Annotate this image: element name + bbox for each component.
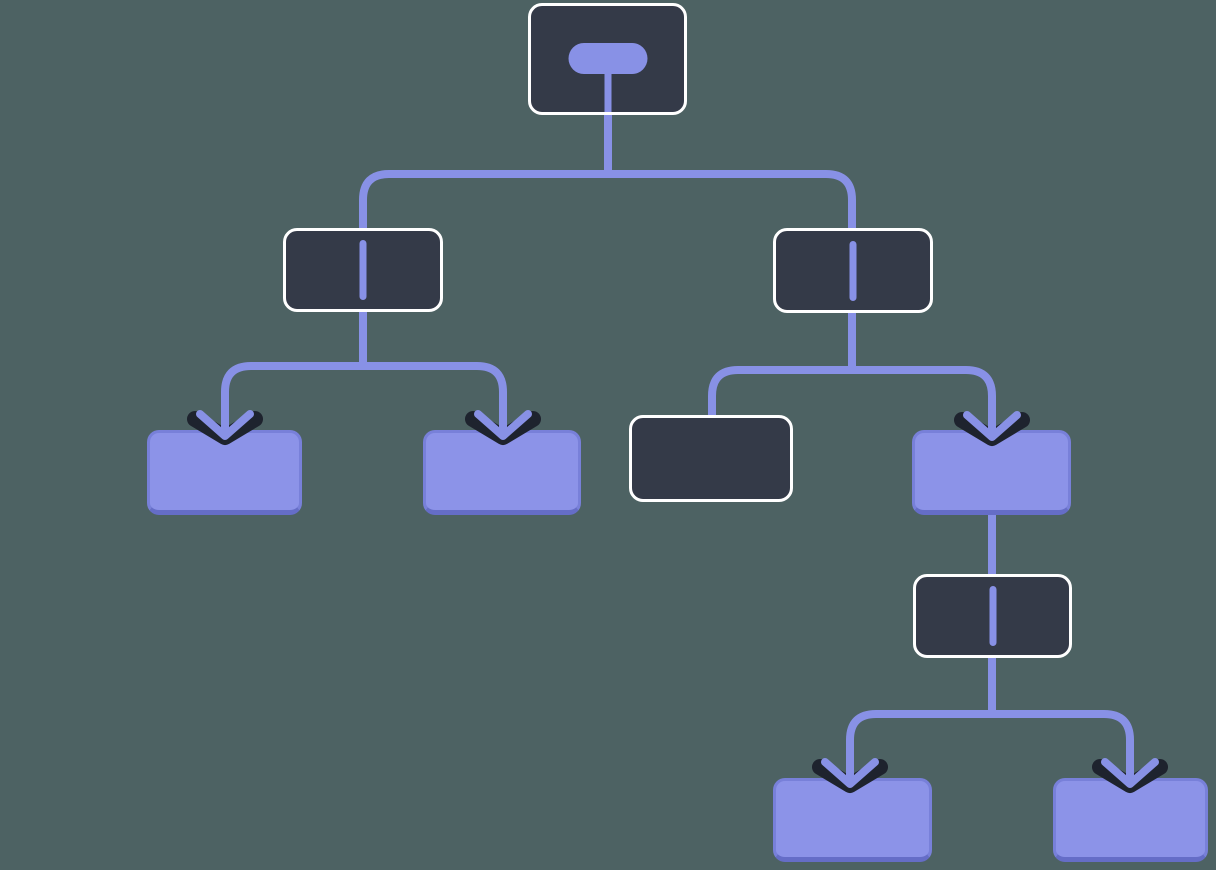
vertical-bar-icon (359, 240, 367, 300)
connector-splitter-left (221, 362, 507, 436)
node-root (528, 3, 687, 115)
node-plain-dark (629, 415, 793, 502)
vertical-bar-icon (849, 240, 857, 301)
node-leaf-5 (1053, 778, 1208, 862)
node-branch-lower (913, 574, 1072, 658)
connector-splitter-bottom (846, 710, 1134, 784)
connector-splitter-top (359, 170, 856, 234)
node-leaf-1 (147, 430, 302, 515)
node-leaf-3 (912, 430, 1071, 515)
vertical-bar-icon (989, 586, 996, 646)
node-leaf-2 (423, 430, 581, 515)
root-pill-stem-icon (604, 74, 611, 112)
node-branch-right (773, 228, 933, 313)
root-pill-icon (568, 43, 647, 74)
node-branch-left (283, 228, 443, 312)
node-leaf-4 (773, 778, 932, 862)
